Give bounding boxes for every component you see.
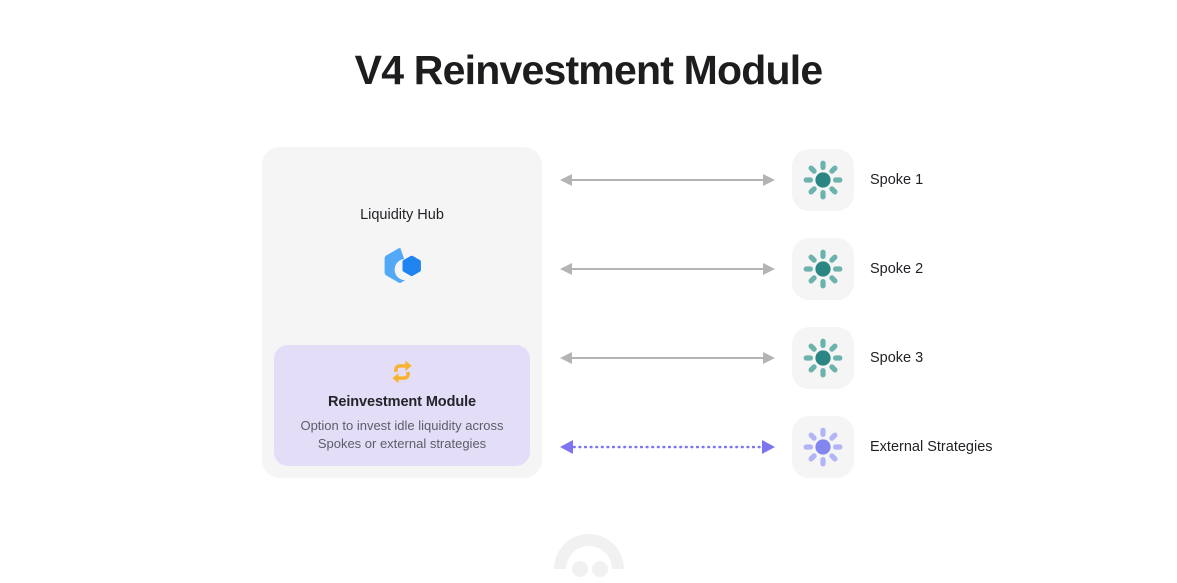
node-spoke-1[interactable]: Spoke 1 [792,149,923,211]
node-badge [792,416,854,478]
node-label: Spoke 2 [870,261,924,277]
node-external-strategies[interactable]: External Strategies [792,416,993,478]
node-badge [792,238,854,300]
liquidity-hub-panel: Liquidity Hub Reinvestment Module Option… [262,147,542,478]
node-spoke-2[interactable]: Spoke 2 [792,238,923,300]
repeat-arrows-icon [392,361,412,384]
connector-spoke-3 [560,350,775,366]
connector-spoke-1 [560,172,775,188]
spoke-dial-icon [803,160,843,200]
connector-group [560,147,775,478]
reinvestment-desc-line-2: Spokes or external strategies [317,435,487,451]
bidirectional-dotted-arrow-icon [560,440,775,454]
node-label: External Strategies [870,439,993,455]
page-title: V4 Reinvestment Module [354,47,823,93]
bidirectional-arrow-icon [560,352,775,364]
reinvestment-card-title: Reinvestment Module [328,394,476,411]
spoke-dial-icon [803,338,843,378]
watermark [548,528,630,583]
node-label: Spoke 3 [870,350,924,366]
reinvestment-card-description: Option to invest idle liquidity across S… [284,417,520,452]
node-column: Spoke 1 Spoke 2 [792,147,1122,478]
spoke-dial-icon [803,427,843,467]
bidirectional-arrow-icon [560,263,775,275]
connector-spoke-2 [560,261,775,277]
spoke-dial-icon [803,249,843,289]
node-badge [792,149,854,211]
hexagon-logo-icon [384,248,421,283]
liquidity-hub-label: Liquidity Hub [360,207,444,223]
reinvestment-desc-line-1: Option to invest idle liquidity across [300,418,504,434]
bidirectional-arrow-icon [560,174,775,186]
node-badge [792,327,854,389]
arc-two-dots-watermark-icon [554,534,624,577]
reinvestment-module-card: Reinvestment Module Option to invest idl… [274,345,530,466]
reinvestment-icon-wrapper [284,359,520,385]
connector-external-strategies [560,439,775,455]
node-label: Spoke 1 [870,172,924,188]
hub-logo-wrapper [262,245,542,289]
node-spoke-3[interactable]: Spoke 3 [792,327,923,389]
